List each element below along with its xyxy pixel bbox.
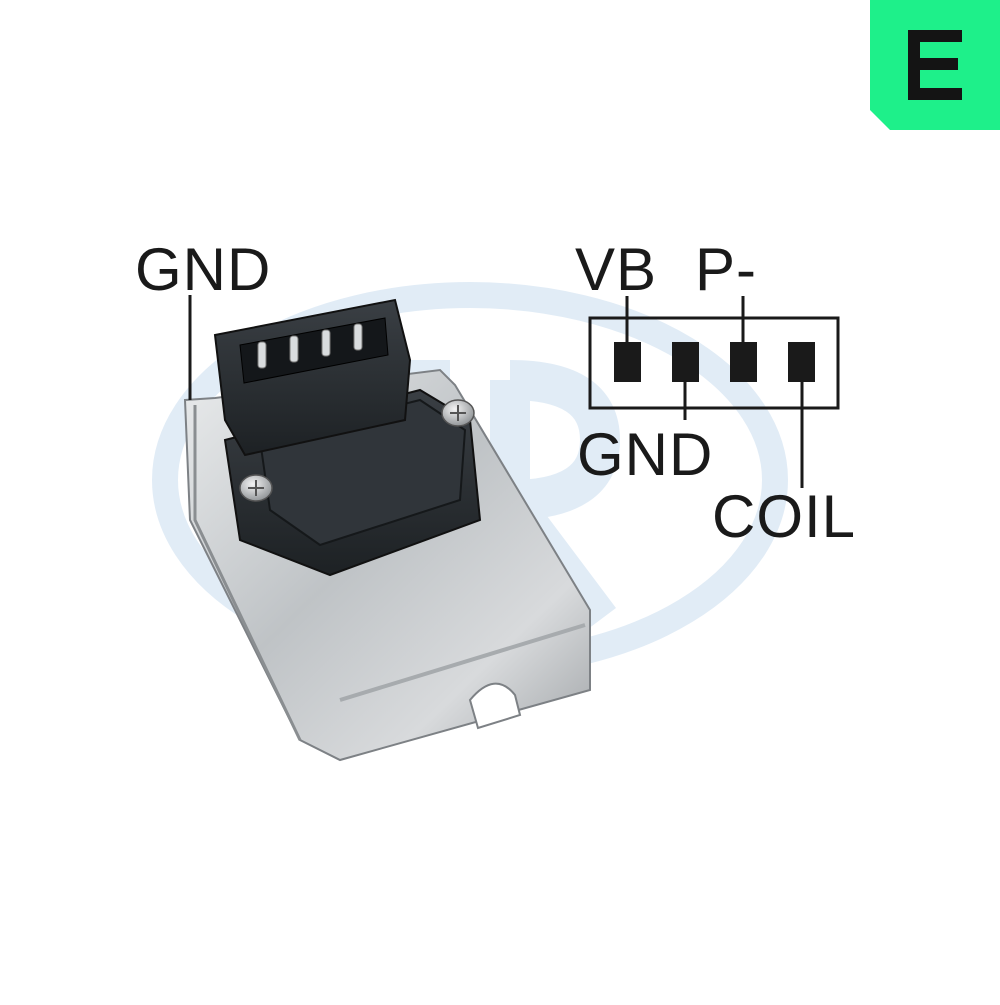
connector-pins bbox=[257, 323, 363, 369]
pin-gnd-label: GND bbox=[577, 421, 714, 488]
pin-gnd bbox=[672, 342, 699, 382]
left-gnd-label: GND bbox=[135, 236, 272, 303]
screw-icon bbox=[441, 399, 475, 427]
era-logo-icon bbox=[870, 0, 1000, 130]
pin-p bbox=[730, 342, 757, 382]
screw-icon bbox=[239, 474, 273, 502]
pinout-frame bbox=[588, 316, 840, 410]
pin-coil bbox=[788, 342, 815, 382]
bracket-slot bbox=[468, 682, 522, 730]
p-minus-label: P- bbox=[695, 236, 757, 303]
vb-label: VB bbox=[575, 236, 658, 303]
connector-socket bbox=[239, 317, 389, 384]
pin-vb bbox=[614, 342, 641, 382]
coil-label: COIL bbox=[712, 483, 857, 550]
ignition-module bbox=[213, 298, 482, 577]
pinout-diagram bbox=[588, 296, 840, 488]
